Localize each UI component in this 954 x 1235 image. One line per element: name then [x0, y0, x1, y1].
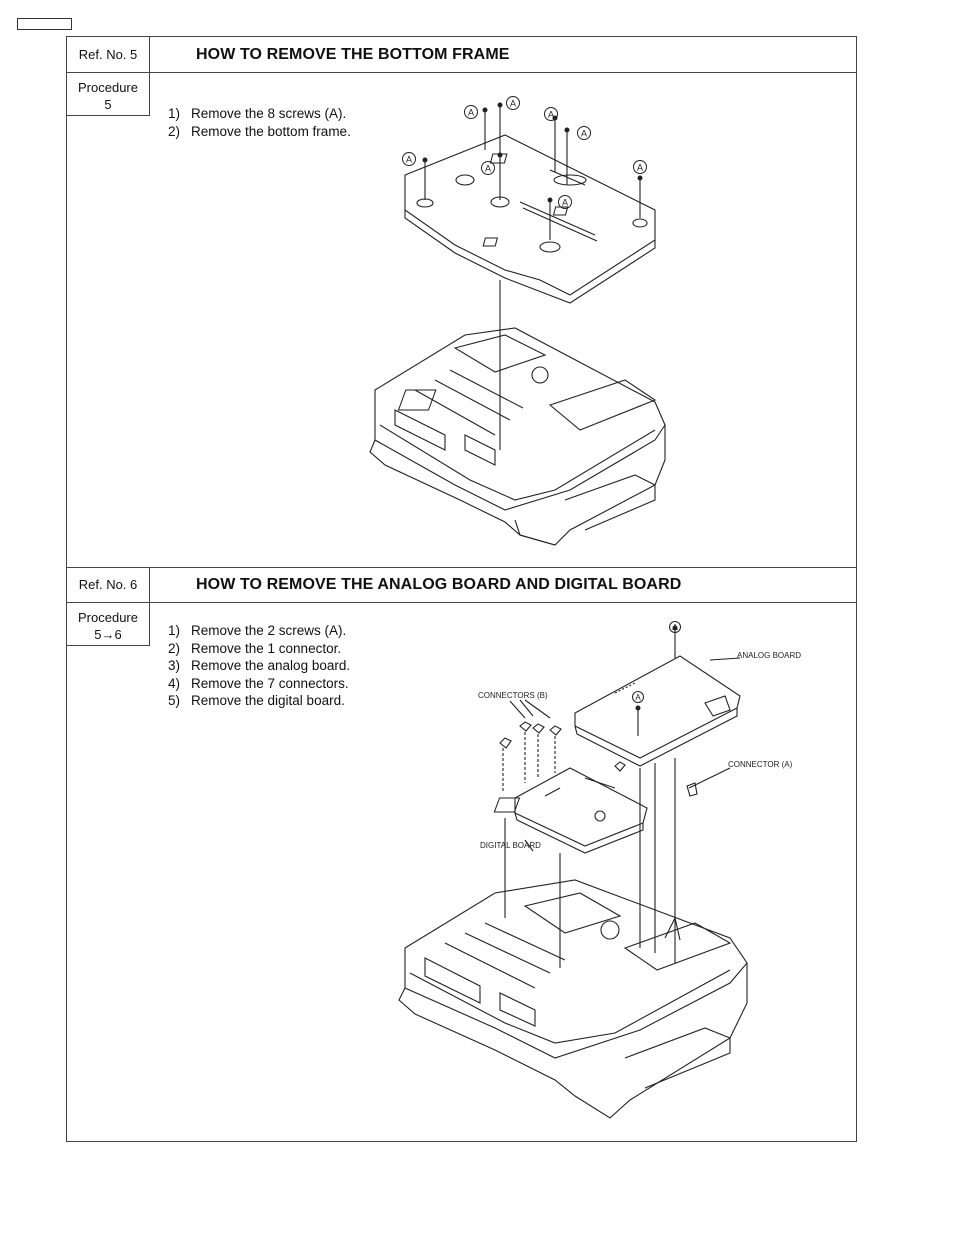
procedure-box-5: Procedure 5 [67, 73, 150, 116]
step-item: 2)Remove the 1 connector. [168, 640, 342, 656]
screw-marker-label: A [406, 155, 412, 165]
step-item: 1)Remove the 8 screws (A). [168, 106, 347, 121]
digital-board-shape [514, 767, 648, 847]
screws-a [422, 102, 643, 203]
step-item: 5)Remove the digital board. [168, 693, 345, 708]
section-title-bottom-frame: HOW TO REMOVE THE BOTTOM FRAME [196, 46, 510, 63]
steps-list-5: 1)Remove the 8 screws (A). 2)Remove the … [168, 106, 351, 141]
analog-board-label: ANALOG BOARD [737, 651, 801, 660]
screw-marker-label: A [637, 163, 643, 173]
step-item: 1)Remove the 2 screws (A). [168, 623, 347, 638]
bottom-frame-plate [404, 134, 656, 296]
procedure-box-6: Procedure 5→6 [67, 603, 150, 646]
connector-a-label: CONNECTOR (A) [728, 760, 793, 769]
screw-marker-label: A [581, 129, 587, 139]
procedure-value: 5→6 [94, 627, 122, 642]
step-item: 4)Remove the 7 connectors. [168, 675, 349, 691]
digital-board-label: DIGITAL BOARD [480, 841, 541, 850]
procedure-value: 5 [104, 97, 112, 112]
analog-board-shape [574, 655, 741, 759]
analog-digital-board-diagram: A A ANALOG BOARD CONNECTORS (B) CONNECTO… [398, 621, 801, 1119]
connectors-b-label: CONNECTORS (B) [478, 691, 548, 700]
ref-label: Ref. No. 5 [78, 47, 138, 62]
divider [67, 72, 856, 73]
procedure-label: Procedure [78, 80, 138, 95]
step-item: 3)Remove the analog board. [168, 658, 351, 673]
screw-marker-label: A [635, 693, 641, 702]
unit-body [404, 879, 748, 1059]
unit-body [374, 327, 666, 511]
procedure-frame: Ref. No. 5 HOW TO REMOVE THE BOTTOM FRAM… [66, 36, 857, 1142]
divider [67, 602, 856, 603]
screw-marker-label: A [485, 164, 491, 174]
corner-tab [17, 18, 72, 30]
screw-marker-label: A [672, 623, 678, 632]
screw-marker-label: A [548, 110, 554, 120]
ref-cell-6: Ref. No. 6 [67, 567, 150, 602]
screw-marker-label: A [468, 108, 474, 118]
ref-cell-5: Ref. No. 5 [67, 37, 150, 72]
screw-marker-label: A [510, 99, 516, 109]
section-title-analog-digital: HOW TO REMOVE THE ANALOG BOARD AND DIGIT… [196, 576, 682, 593]
bottom-frame-diagram: A A A A A A A A [369, 96, 666, 546]
ref-label: Ref. No. 6 [78, 577, 138, 592]
steps-list-6: 1)Remove the 2 screws (A). 2)Remove the … [168, 623, 350, 711]
procedure-label: Procedure [78, 610, 138, 625]
step-item: 2)Remove the bottom frame. [168, 123, 351, 139]
screw-marker-label: A [562, 198, 568, 208]
divider [67, 567, 856, 568]
